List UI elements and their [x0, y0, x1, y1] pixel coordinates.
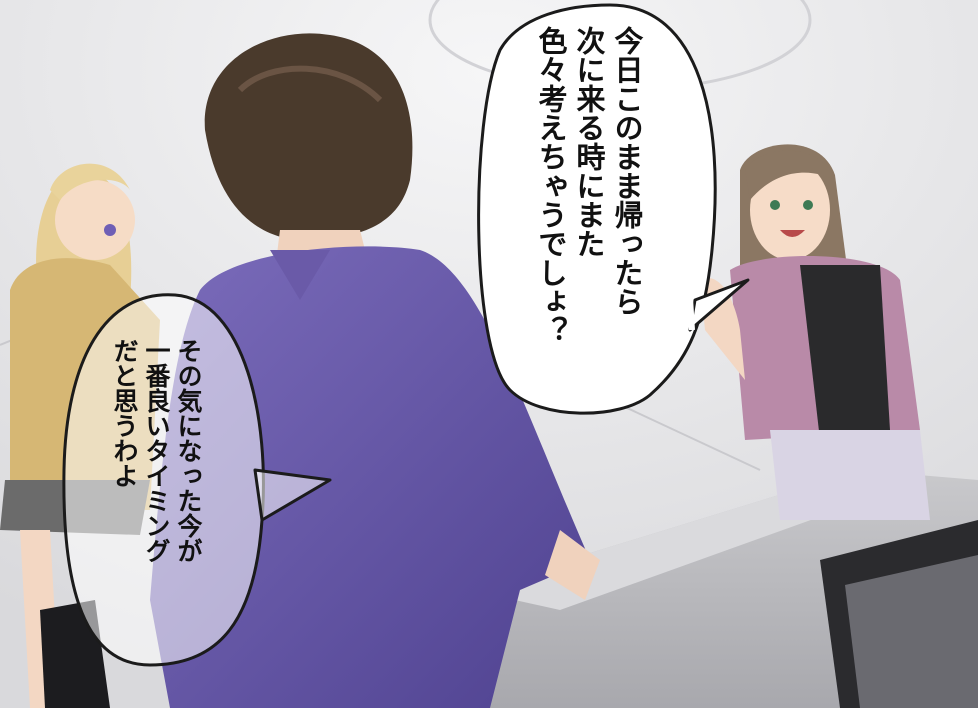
- speech-line: だと思うわよ: [110, 338, 139, 488]
- speech-line: 次に来る時にまた: [572, 26, 606, 258]
- speech-text-right: 今日このまま帰ったら次に来る時にまた色々考えちゃうでしょ？: [532, 26, 646, 386]
- speech-line: 色々考えちゃうでしょ？: [534, 26, 568, 345]
- dark-haired-boy: [150, 33, 600, 708]
- desk: [470, 470, 978, 708]
- wall-corner-line-2: [609, 399, 761, 471]
- speech-text-left: その気になった今が一番良いタイミングだと思うわよ: [108, 338, 204, 638]
- brown-haired-woman: [700, 144, 930, 520]
- speech-line: その気になった今が: [174, 338, 203, 563]
- speech-bubble-right: [477, 3, 750, 415]
- speech-bubble-left: [62, 293, 332, 667]
- speech-line: 一番良いタイミング: [142, 338, 171, 563]
- speech-line: 今日このまま帰ったら: [610, 26, 644, 316]
